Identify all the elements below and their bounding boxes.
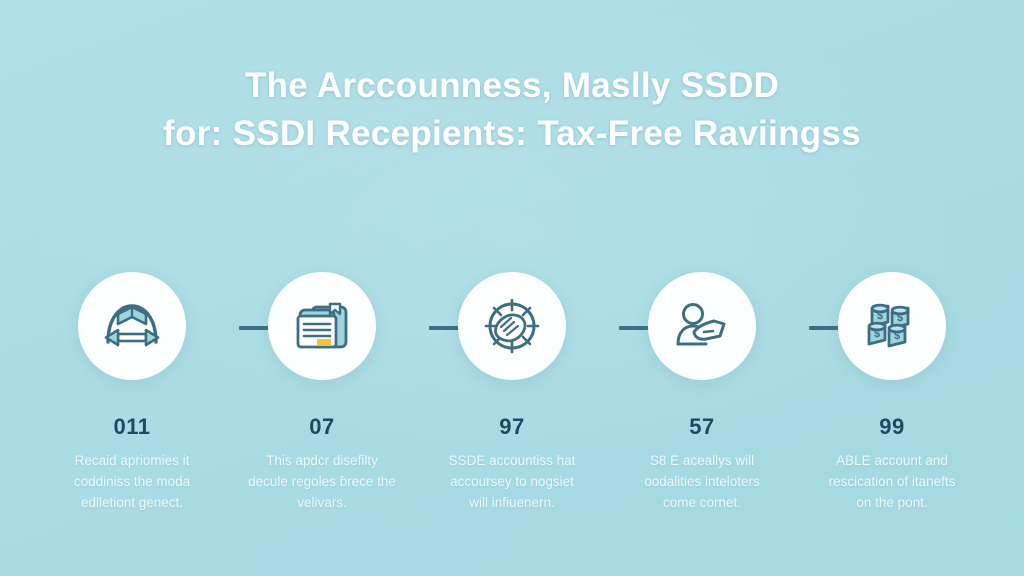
step-5-description: ABLE account and rescication of itanefts… — [797, 450, 987, 513]
document-folder-icon — [286, 290, 358, 362]
step-item-5: $ $ $ $ 99 ABLE account and rescication … — [800, 272, 984, 513]
step-3-desc-line-1: SSDE accountiss hat — [448, 453, 576, 468]
step-3-number: 97 — [499, 414, 525, 439]
step-item-2: 07 This apdcr disefilty decule regoles ɓ… — [230, 272, 414, 513]
connector-1-2 — [239, 326, 289, 330]
step-1-icon-circle — [78, 272, 186, 380]
protecting-hands-icon — [476, 290, 548, 362]
step-1-desc-line-2: coddiniss the moda — [73, 474, 191, 489]
step-1-desc-line-1: Recaid apriomies it — [74, 453, 190, 468]
step-4-description: S8 E aceallys will oodalities inteloters… — [607, 450, 797, 513]
step-4-desc-line-3: come cornet. — [662, 495, 742, 510]
step-4-desc-line-2: oodalities inteloters — [644, 474, 760, 489]
step-5-desc-line-2: rescication of itanefts — [828, 474, 956, 489]
title-line-1: The Arccounness, Maslly SSDD — [244, 66, 780, 105]
connector-2-3 — [429, 326, 479, 330]
step-4-icon-circle — [648, 272, 756, 380]
step-item-1: 011 Recaid apriomies it coddiniss the mo… — [40, 272, 224, 513]
title-line-2: for: SSDI Recepients: Tax-Free Raviingss — [163, 114, 861, 153]
step-5-desc-line-1: ABLE account and — [836, 453, 948, 468]
step-1-description: Recaid apriomies it coddiniss the moda e… — [37, 450, 227, 513]
step-3-icon-circle — [458, 272, 566, 380]
connector-4-5 — [809, 326, 859, 330]
step-1-desc-line-3: edlletiont genect. — [80, 495, 184, 510]
coin-stacks-icon: $ $ $ $ — [856, 290, 928, 362]
svg-text:$: $ — [877, 310, 883, 322]
steps-row: 011 Recaid apriomies it coddiniss the mo… — [40, 272, 984, 513]
step-4-number: 57 — [689, 414, 715, 439]
step-3-description: SSDE accountiss hat accoursey to nogsiet… — [417, 450, 607, 513]
step-2-desc-line-1: This apdcr disefilty — [266, 453, 378, 468]
step-5-desc-line-3: on the pont. — [856, 495, 928, 510]
step-5-icon-circle: $ $ $ $ — [838, 272, 946, 380]
step-3-desc-line-2: accoursey to nogsiet — [450, 474, 574, 489]
step-3-desc-line-3: will infiuenern. — [469, 495, 555, 510]
svg-text:$: $ — [874, 328, 880, 340]
connector-3-4 — [619, 326, 669, 330]
arch-arrows-icon — [96, 290, 168, 362]
person-payment-icon — [666, 290, 738, 362]
svg-text:$: $ — [894, 330, 900, 342]
step-4-desc-line-1: S8 E aceallys will — [649, 453, 755, 468]
svg-text:$: $ — [897, 312, 903, 324]
step-5-number: 99 — [879, 414, 905, 439]
step-2-icon-circle — [268, 272, 376, 380]
page-title: The Arccounness, Maslly SSDD for: SSDI R… — [0, 62, 1024, 158]
step-item-3: 97 SSDE accountiss hat accoursey to nogs… — [420, 272, 604, 513]
step-1-number: 011 — [113, 414, 151, 439]
step-2-desc-line-3: velivars. — [297, 495, 347, 510]
step-2-desc-line-2: decule regoles ɓrece the — [248, 474, 396, 489]
step-item-4: 57 S8 E aceallys will oodalities intelot… — [610, 272, 794, 513]
step-2-number: 07 — [309, 414, 335, 439]
step-2-description: This apdcr disefilty decule regoles ɓrec… — [227, 450, 417, 513]
